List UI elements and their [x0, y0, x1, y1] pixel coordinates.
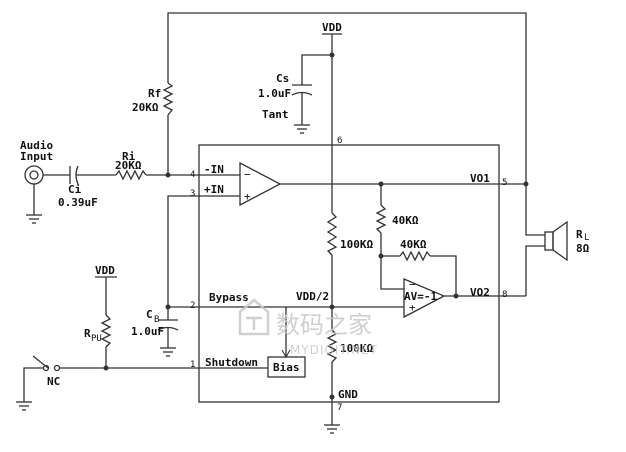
ri-name-label: Ri [122, 150, 136, 163]
vo2-label: VO2 [470, 286, 490, 299]
plus-in-label: +IN [204, 183, 224, 196]
pin-7-label: 7 [337, 403, 342, 413]
r100k-top-label: 100KΩ [340, 238, 373, 251]
nc-label: NC [47, 375, 60, 388]
vdd-left-label: VDD [95, 264, 115, 277]
r100k-bot-resistor [326, 329, 338, 363]
pin-6-label: 6 [337, 136, 342, 146]
bypass-label: Bypass [209, 291, 249, 304]
r100k-top-resistor [326, 212, 338, 256]
audio-input-label-2: Input [20, 150, 53, 163]
r40k-1-label: 40KΩ [392, 214, 419, 227]
rl-sub-label: L [584, 233, 589, 243]
feedback-wire [167, 12, 545, 236]
bias-label: Bias [273, 361, 300, 374]
minus-in-label: -IN [204, 163, 224, 176]
gnd-label: GND [338, 388, 358, 401]
speaker-cone [552, 220, 568, 262]
pin-1-label: 1 [190, 360, 195, 370]
watermark-en: MYDIGIT.NET [290, 343, 378, 357]
rf-resistor [162, 82, 174, 116]
vdd-top-label: VDD [322, 21, 342, 34]
vo1-label: VO1 [470, 172, 490, 185]
av-label: AV=-1 [404, 290, 437, 303]
pin-2-label: 2 [190, 301, 195, 311]
ci-name-label: Ci [68, 183, 82, 196]
rpu-sub-label: PU [91, 334, 102, 344]
speaker-body [544, 231, 554, 251]
cs-name-label: Cs [276, 72, 289, 85]
cb-value-label: 1.0uF [131, 325, 164, 338]
cs-value-label: 1.0uF [258, 87, 291, 100]
watermark-logo-icon [238, 298, 270, 336]
bias-block [267, 356, 306, 378]
cb-name-label: C [146, 308, 153, 321]
opamp-2-plus: + [409, 301, 416, 314]
r40k-1-resistor [375, 204, 387, 234]
rl-name-label: R [576, 228, 583, 241]
r40k-2-resistor [399, 250, 431, 262]
rpu-name-label: R [84, 327, 91, 340]
cb-capacitor-plate-2 [157, 326, 179, 331]
opamp-1-plus: + [244, 190, 251, 203]
nc-switch-lever [32, 355, 49, 369]
audio-input-label-1: Audio [20, 139, 53, 152]
ci-value-label: 0.39uF [58, 196, 98, 209]
rf-value-label: 20KΩ [132, 101, 159, 114]
pin-3-label: 3 [190, 189, 195, 199]
watermark-cn: 数码之家 [276, 311, 372, 339]
r40k-2-label: 40KΩ [400, 238, 427, 251]
cs-capacitor-plate-2 [291, 91, 313, 96]
watermark: 数码之家 MYDIGIT.NET [238, 298, 378, 357]
opamp-1 [239, 161, 282, 207]
ic-outline [198, 144, 500, 403]
audio-input-jack [24, 165, 44, 185]
shutdown-label: Shutdown [205, 356, 258, 369]
rf-name-label: Rf [148, 87, 161, 100]
vdd-half-label: VDD/2 [296, 290, 329, 303]
nc-switch-contact-1 [53, 364, 61, 372]
opamp-2 [403, 278, 446, 319]
r100k-bot-label: 100KΩ [340, 342, 373, 355]
cb-sub-label: B [154, 315, 159, 325]
audio-input-jack-center [29, 170, 39, 180]
opamp-2-minus: − [409, 278, 416, 291]
rpu-resistor [100, 314, 112, 348]
pin-5-label: 5 [502, 178, 507, 188]
rl-value-label: 8Ω [576, 242, 590, 255]
pin-4-label: 4 [190, 170, 195, 180]
pin-8-label: 8 [502, 290, 507, 300]
ri-resistor [115, 169, 147, 181]
cs-type-label: Tant [262, 108, 289, 121]
opamp-1-minus: − [244, 168, 251, 181]
ri-value-label: 20KΩ [115, 159, 142, 172]
